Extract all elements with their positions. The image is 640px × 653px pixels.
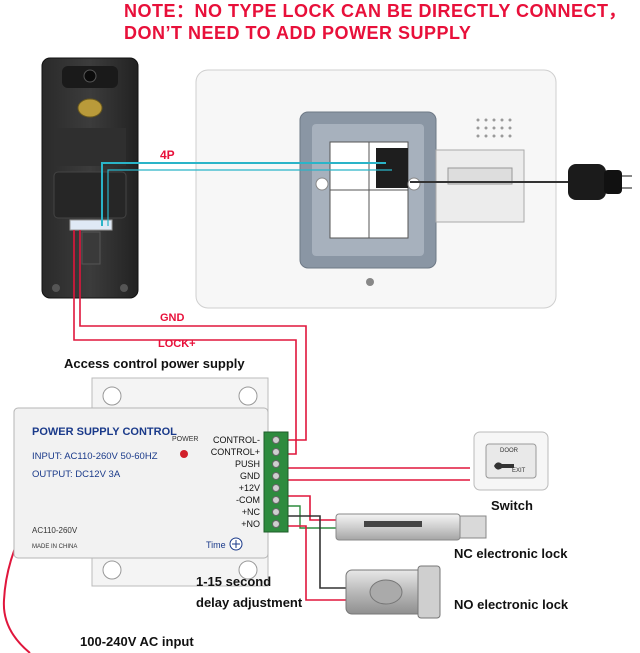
switch-label: Switch <box>491 498 533 513</box>
terminal-block <box>263 431 289 533</box>
terminal-no: +NO <box>241 519 260 529</box>
note-line-1: NOTE：NO TYPE LOCK CAN BE DIRECTLY CONNEC… <box>124 1 628 21</box>
power-adapter <box>568 164 632 200</box>
delay-label-line-2: delay adjustment <box>196 595 303 610</box>
psu-ac-range: AC110-260V <box>32 526 78 535</box>
terminal-gnd: GND <box>240 471 260 481</box>
exit-button-bottom-text: EXIT <box>512 468 526 474</box>
wire-label-4p: 4P <box>160 148 175 162</box>
terminal-control-minus: CONTROL- <box>213 435 260 445</box>
psu-made-in: MADE IN CHINA <box>32 544 78 550</box>
delay-label-line-1: 1-15 second <box>196 574 272 589</box>
psu-power-label: POWER <box>172 436 199 443</box>
terminal-com: -COM <box>236 495 260 505</box>
psu-output: OUTPUT: DC12V 3A <box>32 469 121 480</box>
psu-title: POWER SUPPLY CONTROL <box>32 426 177 438</box>
terminal-labels: CONTROL- CONTROL+ PUSH GND +12V -COM +NC… <box>200 434 260 530</box>
wire-label-lock: LOCK+ <box>158 338 196 350</box>
access-psu-label: Access control power supply <box>64 356 245 371</box>
nc-electronic-lock <box>335 513 487 541</box>
power-supply-box <box>13 377 269 587</box>
nc-lock-label: NC electronic lock <box>454 546 568 561</box>
wire-label-gnd: GND <box>160 312 185 324</box>
terminal-nc: +NC <box>241 507 260 517</box>
no-lock-label: NO electronic lock <box>454 597 569 612</box>
terminal-control-plus: CONTROL+ <box>210 447 260 457</box>
ac-input-label: 100-240V AC input <box>80 634 194 649</box>
exit-switch-plate <box>473 431 549 491</box>
no-electronic-lock <box>345 565 441 619</box>
psu-time-label: Time <box>206 540 226 550</box>
indoor-monitor-back <box>195 69 557 309</box>
terminal-push: PUSH <box>234 459 260 469</box>
note-line-2: DON’T NEED TO ADD POWER SUPPLY <box>124 23 472 43</box>
terminal-12v: +12V <box>238 483 260 493</box>
outdoor-camera-unit <box>41 57 139 299</box>
exit-button-top-text: DOOR <box>500 448 518 454</box>
psu-input: INPUT: AC110-260V 50-60HZ <box>32 451 158 462</box>
